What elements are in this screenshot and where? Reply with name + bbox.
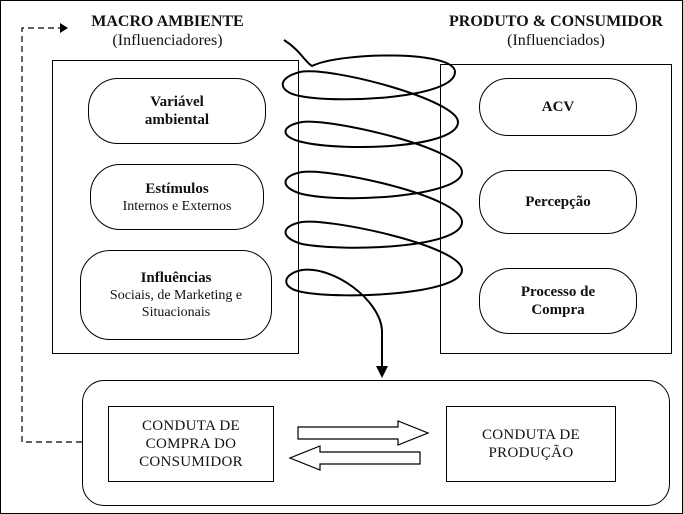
macro-ambiente-title: MACRO AMBIENTE <box>91 13 244 30</box>
macro-ambiente-subtitle: (Influenciadores) <box>112 32 223 49</box>
produto-consumidor-header: PRODUTO & CONSUMIDOR (Influenciados) <box>430 12 682 50</box>
conduct-container <box>82 380 670 506</box>
produto-consumidor-title: PRODUTO & CONSUMIDOR <box>449 13 663 30</box>
estimulos-pill: Estímulos Internos e Externos <box>90 164 264 230</box>
influencias-sublabel: Sociais, de Marketing e Situacionais <box>109 288 243 320</box>
influencias-label: Influências <box>140 270 212 286</box>
influencias-pill: Influências Sociais, de Marketing e Situ… <box>80 250 272 340</box>
consumer-conduct-label: CONDUTA DE COMPRA DO CONSUMIDOR <box>139 418 243 470</box>
processo-de-compra-pill: Processo de Compra <box>479 268 637 334</box>
macro-ambiente-header: MACRO AMBIENTE (Influenciadores) <box>60 12 275 50</box>
produto-consumidor-subtitle: (Influenciados) <box>507 32 605 49</box>
estimulos-label: Estímulos <box>145 180 209 197</box>
variavel-ambiental-label: Variável ambiental <box>144 94 210 128</box>
variavel-ambiental-pill: Variável ambiental <box>88 78 266 144</box>
acv-label: ACV <box>541 99 575 115</box>
estimulos-sublabel: Internos e Externos <box>122 198 232 214</box>
percepcao-label: Percepção <box>525 194 591 210</box>
acv-pill: ACV <box>479 78 637 136</box>
consumer-conduct-box: CONDUTA DE COMPRA DO CONSUMIDOR <box>108 406 274 482</box>
production-conduct-label: CONDUTA DE PRODUÇÃO <box>481 427 581 461</box>
processo-de-compra-label: Processo de Compra <box>520 284 596 318</box>
percepcao-pill: Percepção <box>479 170 637 234</box>
production-conduct-box: CONDUTA DE PRODUÇÃO <box>446 406 616 482</box>
